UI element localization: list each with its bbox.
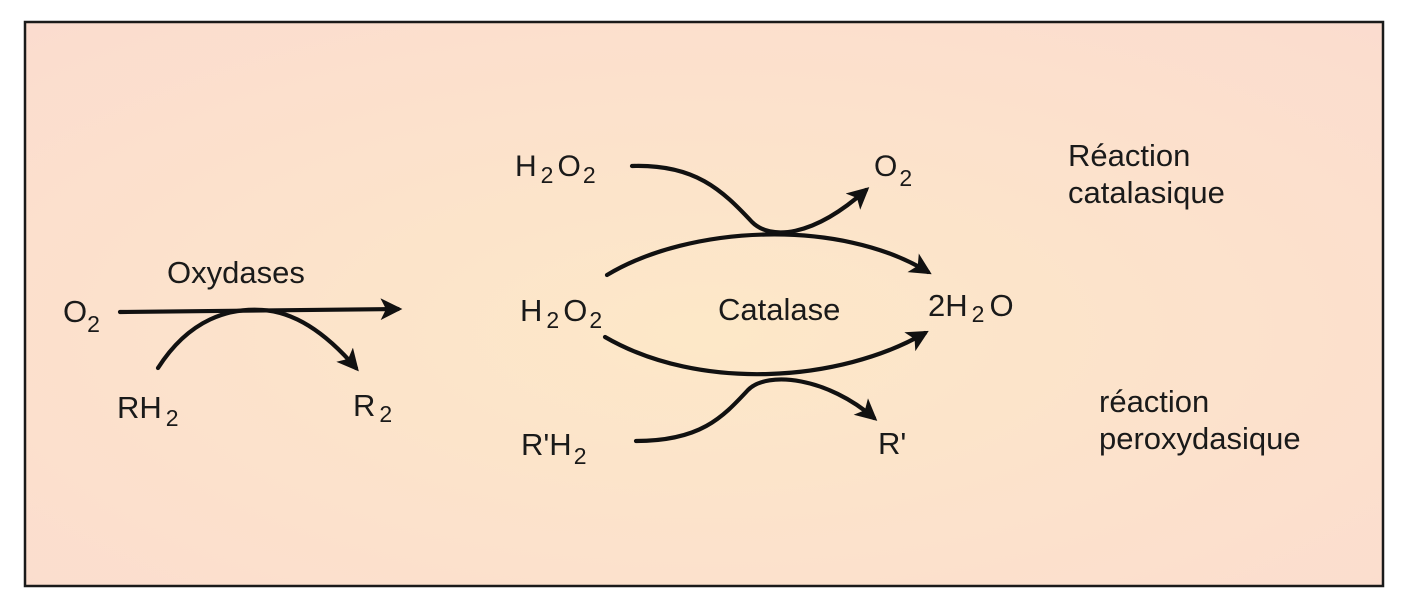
catalase-upper-arrow [604, 232, 932, 278]
reaction-notes: Réaction catalasique réaction peroxydasi… [1068, 138, 1301, 456]
oxidase-side-arrow [155, 307, 359, 372]
peroxidatic-note-line1: réaction [1099, 384, 1209, 419]
peroxidatic-note-line2: peroxydasique [1099, 421, 1301, 456]
oxygen-reactant: O2 [63, 294, 100, 337]
catalatic-note-line2: catalasique [1068, 175, 1225, 210]
oxygen-product: O2 [874, 150, 912, 191]
rprime-h2-substrate: R'H2 [521, 427, 587, 469]
catalatic-side-arrow [629, 163, 870, 235]
catalase-lower-arrow [602, 330, 929, 377]
catalase-label: Catalase [718, 292, 840, 327]
peroxidatic-side-arrow [633, 377, 878, 444]
diagram-frame [23, 20, 1385, 588]
oxidases-label: Oxydases [167, 255, 305, 290]
rprime-product: R' [878, 426, 906, 461]
catalatic-note-line1: Réaction [1068, 138, 1190, 173]
